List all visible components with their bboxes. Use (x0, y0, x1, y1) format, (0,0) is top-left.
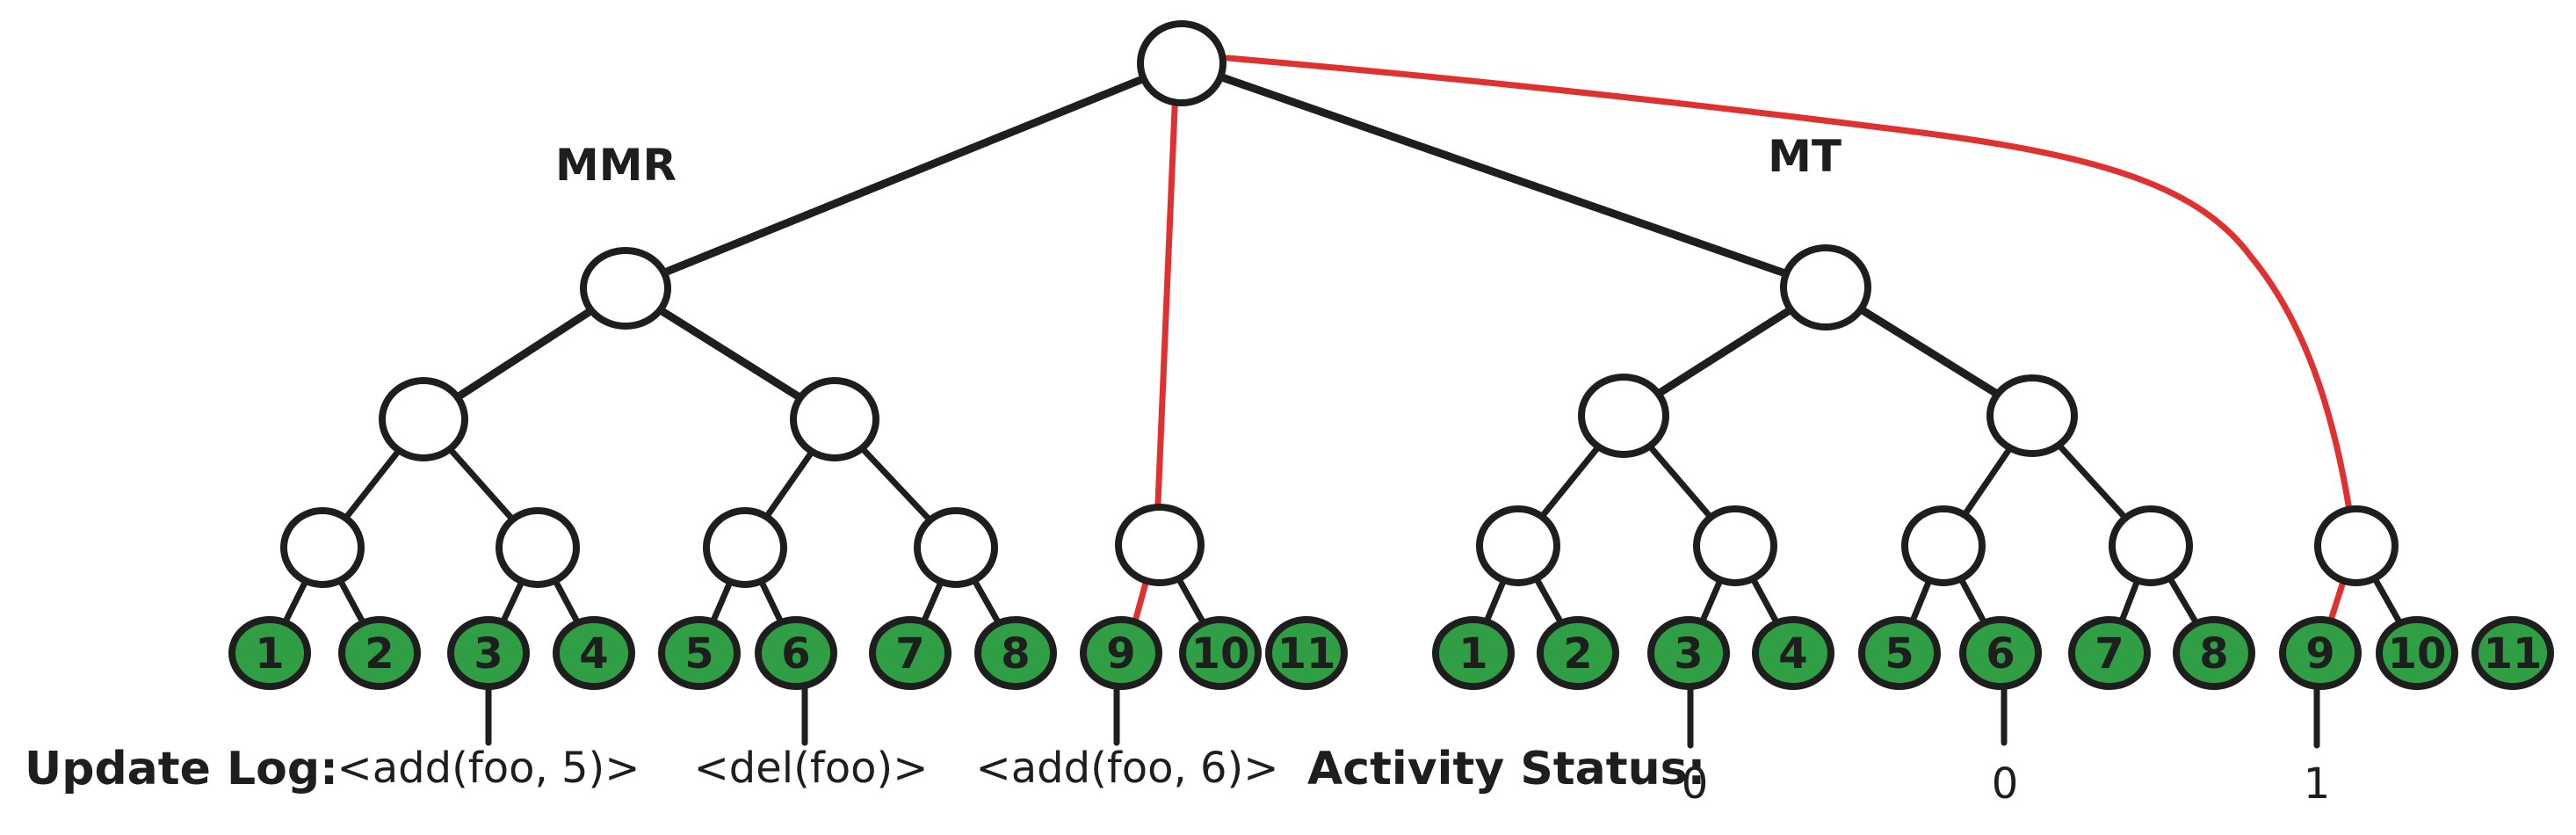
leaf-label: 9 (2305, 629, 2334, 679)
leaf-node: 2 (338, 616, 421, 690)
tree-node (2109, 505, 2193, 586)
tree-node (2314, 505, 2399, 586)
leaf-node: 4 (553, 616, 635, 690)
leaf-label: 8 (2199, 629, 2228, 679)
leaf-node: 1 (228, 616, 311, 690)
leaf-label: 6 (781, 629, 810, 679)
activity-status-title: Activity Status: (1307, 743, 1705, 795)
leaf-label: 4 (1778, 629, 1807, 679)
root-node (1137, 20, 1226, 106)
leaf-label: 10 (2388, 629, 2447, 679)
leaf-node: 6 (755, 616, 837, 690)
update-log-entry-3: <add(foo, 6)> (976, 744, 1279, 793)
tree-node (496, 507, 580, 588)
leaf-label: 1 (255, 629, 284, 679)
tree-node (1578, 374, 1669, 458)
leaf-node: 9 (1080, 616, 1162, 690)
tree-node (1986, 374, 2078, 457)
leaf-node: 2 (1537, 616, 1619, 690)
leaf-label: 11 (2484, 629, 2543, 679)
internal-nodes (280, 20, 2399, 588)
tree-node (280, 507, 365, 588)
tree-node (1476, 505, 1560, 586)
caption-ticks (485, 685, 2320, 749)
update-log-title: Update Log: (25, 743, 338, 795)
leaf-node: 5 (1858, 616, 1941, 690)
mt-tree-title: MT (1768, 131, 1842, 182)
leaf-label: 3 (1674, 629, 1703, 679)
mt-leaves: 1 2 3 4 5 6 7 8 (1432, 616, 2554, 690)
leaf-node: 8 (2173, 616, 2255, 690)
activity-status-value-1: 0 (1682, 759, 1709, 809)
leaf-node: 11 (2471, 616, 2554, 690)
leaf-node: 10 (1179, 616, 1262, 690)
update-log-entry-2: <del(foo)> (694, 744, 929, 793)
leaf-label: 11 (1277, 629, 1336, 679)
leaf-label: 4 (579, 629, 608, 679)
leaf-node: 7 (2068, 616, 2151, 690)
leaf-node: 3 (447, 616, 530, 690)
tree-node (1901, 505, 1986, 586)
leaf-label: 9 (1106, 629, 1135, 679)
leaf-node: 4 (1752, 616, 1834, 690)
leaf-node: 7 (869, 616, 952, 690)
tree-node (1693, 505, 1777, 586)
highlight-path-mt-root-to-leaf9 (1224, 54, 2358, 657)
leaf-node: 6 (1959, 616, 2042, 690)
leaf-node: 5 (658, 616, 741, 690)
leaf-node: 3 (1647, 616, 1730, 690)
mmr-tree-title: MMR (555, 140, 677, 191)
tree-node (379, 377, 468, 461)
leaf-node: 9 (2279, 616, 2362, 690)
tree-node (914, 507, 998, 588)
leaf-label: 2 (1563, 629, 1592, 679)
leaf-label: 7 (2095, 629, 2124, 679)
leaf-node: 10 (2376, 616, 2458, 690)
leaf-label: 6 (1986, 629, 2015, 679)
mmr-leaves: 1 2 3 4 5 6 7 8 (228, 616, 1348, 690)
tree-node (703, 507, 787, 588)
leaf-label: 2 (365, 629, 394, 679)
leaf-label: 8 (1001, 629, 1030, 679)
edge-root-to-mmr (621, 59, 1186, 293)
leaf-label: 5 (1885, 629, 1914, 679)
leaf-label: 3 (474, 629, 503, 679)
leaf-label: 7 (895, 629, 924, 679)
leaf-label: 10 (1191, 629, 1250, 679)
activity-status-value-2: 0 (1992, 759, 2019, 809)
update-log-entry-1: <add(foo, 5)> (337, 744, 640, 793)
leaf-node: 1 (1432, 616, 1515, 690)
edge-root-to-mt (1177, 59, 1830, 292)
leaf-label: 1 (1458, 629, 1487, 679)
activity-status-value-3: 1 (2304, 759, 2331, 809)
mmr-peak-node (1115, 504, 1205, 586)
tree-node (790, 377, 879, 461)
mt-root-node (1780, 244, 1871, 330)
leaf-node: 8 (974, 616, 1057, 690)
leaf-node: 11 (1265, 616, 1348, 690)
mmr-root-node (580, 247, 671, 330)
leaf-label: 5 (684, 629, 713, 679)
